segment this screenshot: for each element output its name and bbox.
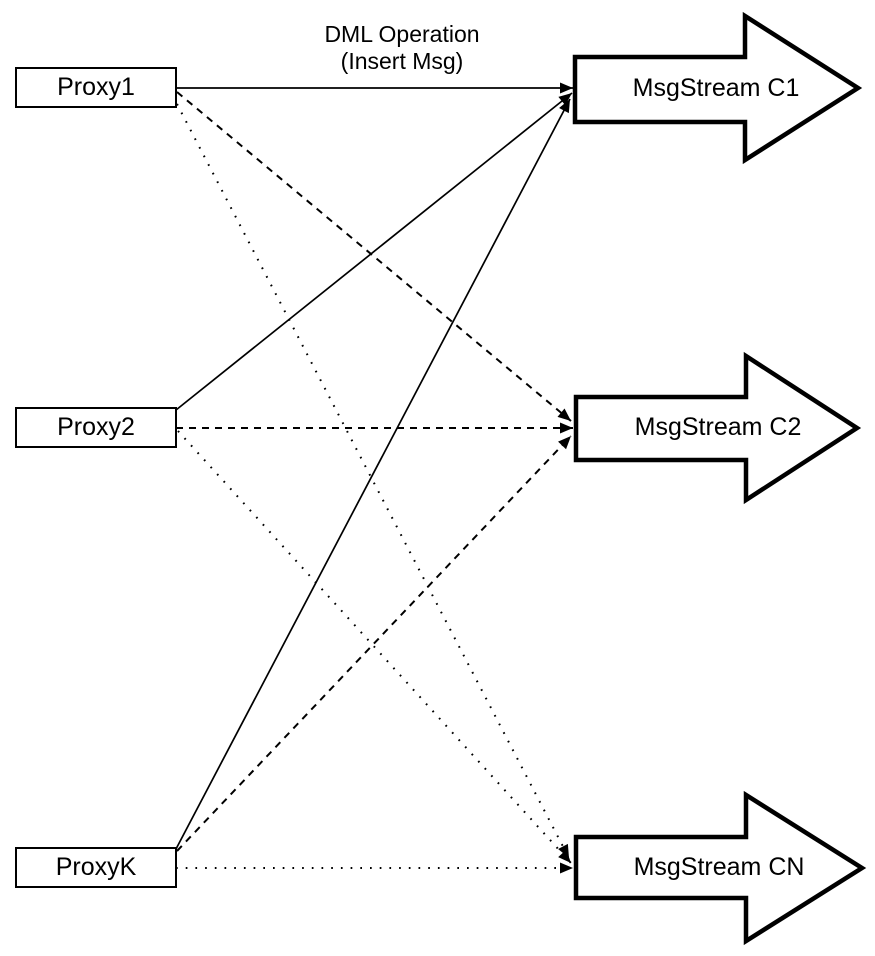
proxy1-label: Proxy1: [57, 73, 135, 101]
msgstream-c2-label: MsgStream C2: [635, 413, 802, 441]
node-proxy1: Proxy1: [15, 67, 177, 108]
msgstream-cn-label: MsgStream CN: [634, 853, 805, 881]
proxyk-box: [15, 847, 177, 888]
diagram-title-line1: DML Operation: [324, 21, 479, 47]
proxyk-label: ProxyK: [56, 853, 137, 881]
diagram-title-line2: (Insert Msg): [341, 48, 464, 74]
node-msgstream-c1: MsgStream C1: [572, 11, 863, 165]
connector-proxy1-cn: [176, 103, 570, 859]
connector-proxyk-c1: [175, 98, 571, 850]
node-msgstream-cn: MsgStream CN: [573, 790, 867, 946]
msgstream-c1-arrow-shape: [572, 11, 863, 165]
msgstream-c2-arrow-shape: [573, 351, 862, 505]
node-msgstream-c2: MsgStream C2: [573, 351, 862, 505]
proxy2-label: Proxy2: [57, 413, 135, 441]
connector-proxy2-c1: [175, 92, 573, 411]
node-proxy2: Proxy2: [15, 407, 177, 448]
proxy2-box: [15, 407, 177, 448]
proxy1-box: [15, 67, 177, 108]
connector-proxy2-cn: [177, 430, 572, 864]
node-proxyk: ProxyK: [15, 847, 177, 888]
connector-proxyk-c2: [176, 435, 572, 852]
msgstream-cn-arrow-shape: [573, 790, 867, 946]
msgstream-c1-label: MsgStream C1: [633, 74, 800, 102]
